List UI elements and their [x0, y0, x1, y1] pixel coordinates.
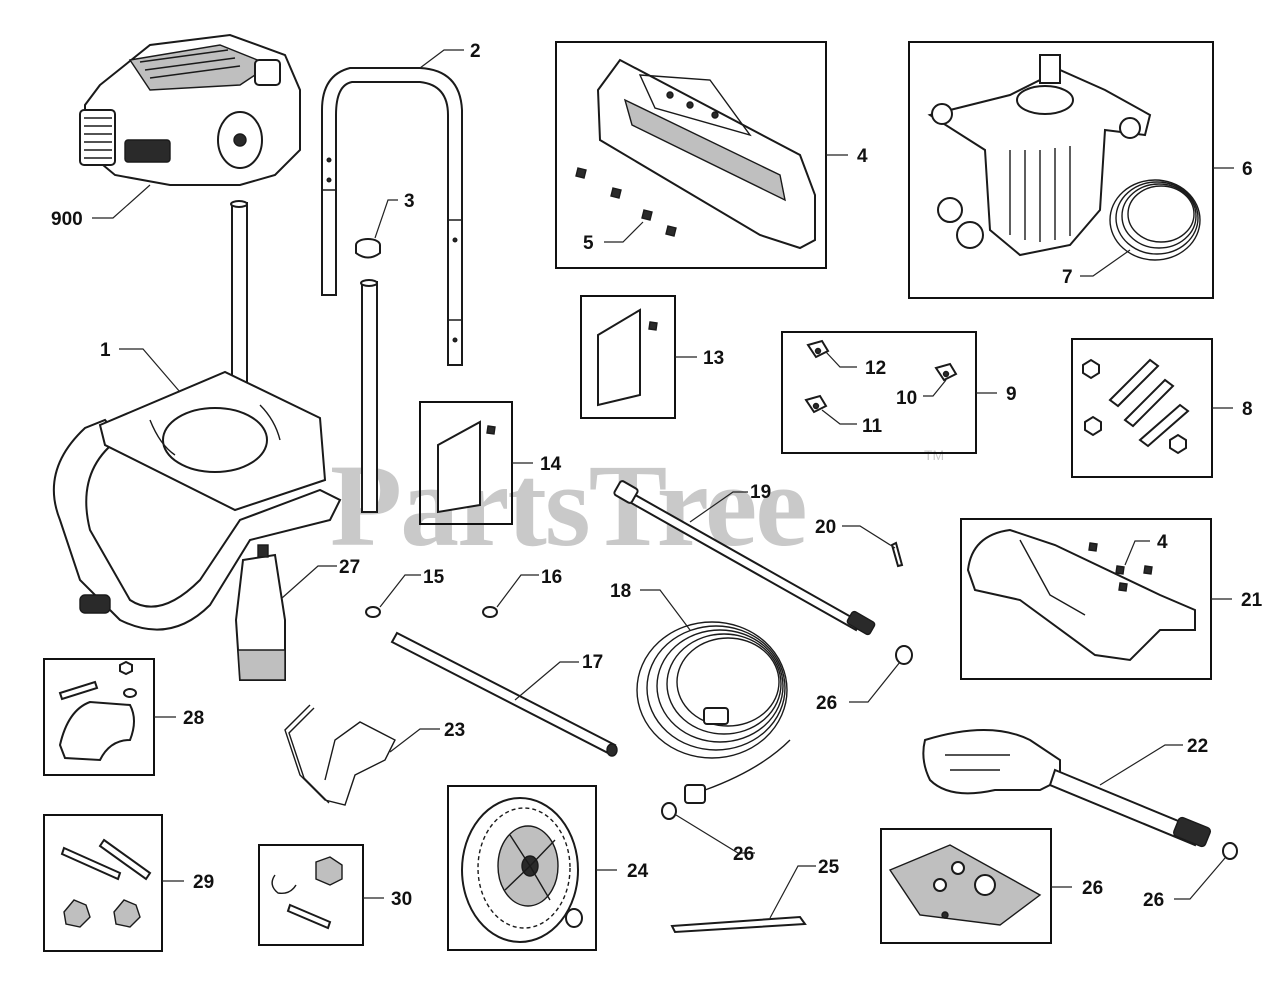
wheel-box — [447, 785, 597, 951]
callout-30: 30 — [391, 889, 412, 910]
engine-part[interactable] — [79, 33, 301, 186]
callout-22: 22 — [1187, 736, 1208, 757]
washer-16[interactable] — [482, 606, 498, 618]
callout-10: 10 — [896, 388, 917, 409]
callout-900: 900 — [51, 209, 83, 230]
axle-part[interactable] — [390, 631, 618, 757]
callout-12: 12 — [865, 358, 886, 379]
callout-26-lance: 26 — [816, 693, 837, 714]
nozzle-11[interactable] — [804, 394, 828, 414]
screws-4-tray[interactable] — [1088, 542, 1153, 592]
oring-26-gun[interactable] — [1222, 842, 1238, 860]
frame-part[interactable] — [52, 200, 378, 631]
oring-26-hose[interactable] — [661, 802, 677, 820]
callout-27: 27 — [339, 557, 360, 578]
callout-21: 21 — [1241, 590, 1263, 611]
leader-lines — [92, 49, 1234, 919]
hose-coil-7[interactable] — [1109, 179, 1201, 261]
callout-26-sealkit: 26 — [1082, 878, 1103, 899]
callout-5: 5 — [583, 233, 594, 254]
cap-part[interactable] — [355, 238, 381, 259]
panel-14-part[interactable] — [437, 420, 496, 514]
callout-11: 11 — [862, 416, 883, 437]
pin-part[interactable] — [890, 541, 904, 568]
callout-26-gun: 26 — [1143, 890, 1164, 911]
callout-2: 2 — [470, 41, 481, 62]
seal-kit-box — [880, 828, 1052, 944]
bottle-part[interactable] — [234, 544, 286, 681]
seal-kit-26[interactable] — [888, 844, 1042, 926]
knob-kit-box — [43, 814, 163, 952]
callout-8: 8 — [1242, 399, 1253, 420]
tray-part[interactable] — [966, 528, 1196, 662]
pump-part[interactable] — [927, 54, 1152, 257]
callout-1: 1 — [100, 340, 111, 361]
callout-29: 29 — [193, 872, 214, 893]
cable-tie-part[interactable] — [670, 915, 807, 934]
bolt-knob-30[interactable] — [271, 856, 343, 930]
callout-24: 24 — [627, 861, 649, 882]
callout-4-shroud: 4 — [857, 146, 868, 167]
panel-13-part[interactable] — [597, 308, 658, 407]
wheel-part[interactable] — [461, 797, 583, 943]
shroud-part[interactable] — [596, 58, 816, 250]
handle-part[interactable] — [321, 67, 463, 366]
knob-kit-29[interactable] — [60, 838, 152, 928]
callout-6: 6 — [1242, 159, 1253, 180]
washer-15[interactable] — [365, 606, 381, 618]
callout-3: 3 — [404, 191, 415, 212]
callout-26-hose: 26 — [733, 844, 754, 865]
bolt-knob-box — [258, 844, 364, 946]
bolts-nuts-8[interactable] — [1082, 358, 1190, 455]
callout-14: 14 — [540, 454, 562, 475]
handle-mount-28[interactable] — [58, 660, 137, 762]
callout-23: 23 — [444, 720, 465, 741]
wire-bracket-part[interactable] — [284, 704, 396, 806]
callout-19: 19 — [750, 482, 771, 503]
callout-18: 18 — [610, 581, 631, 602]
callout-4-tray: 4 — [1157, 532, 1168, 553]
callout-7: 7 — [1062, 267, 1073, 288]
callout-16: 16 — [541, 567, 562, 588]
callout-17: 17 — [582, 652, 603, 673]
callout-28: 28 — [183, 708, 204, 729]
hose-part[interactable] — [636, 621, 791, 804]
lance-part[interactable] — [613, 480, 876, 636]
callout-20: 20 — [815, 517, 836, 538]
spray-gun-part[interactable] — [922, 729, 1212, 848]
callout-25: 25 — [818, 857, 840, 878]
pump-box — [908, 41, 1214, 299]
callout-9: 9 — [1006, 384, 1017, 405]
callout-13: 13 — [703, 348, 724, 369]
screws-5[interactable] — [575, 167, 677, 237]
nozzle-12[interactable] — [806, 339, 830, 359]
watermark-trademark: TM — [924, 447, 944, 463]
callout-15: 15 — [423, 567, 445, 588]
oring-26-lance[interactable] — [895, 645, 913, 665]
nozzle-10[interactable] — [934, 362, 958, 382]
